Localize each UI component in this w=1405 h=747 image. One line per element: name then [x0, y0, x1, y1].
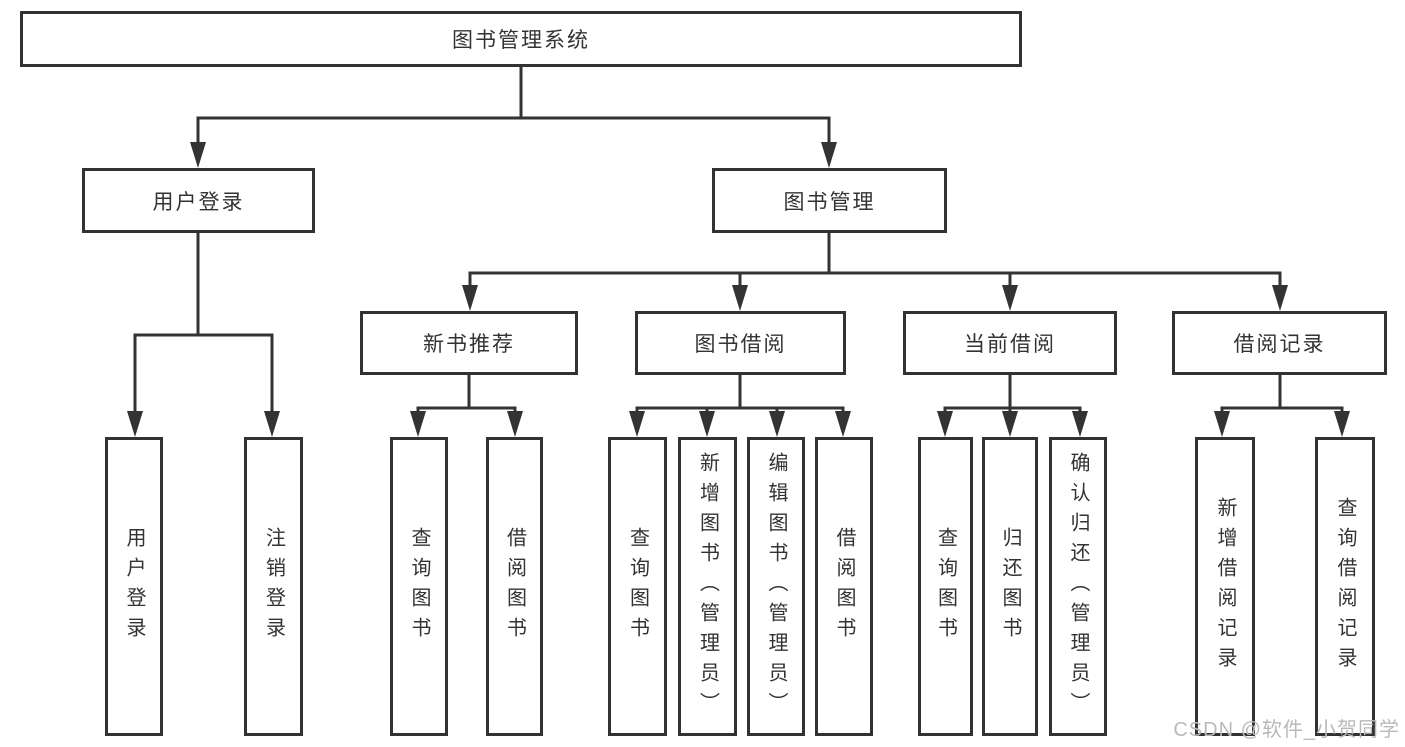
node-book-borrow-label: 图书借阅 [694, 333, 787, 356]
connector-strokes [133, 65, 1344, 416]
leaf-user-login-label: 用户登录 [123, 526, 145, 647]
leaf-nbr-borrow-books-label: 借阅图书 [503, 526, 526, 647]
leaf-cb-return-books: 归还图书 [982, 437, 1038, 736]
node-book-management: 图书管理 [712, 168, 947, 233]
leaf-bb-add-book-admin-label: 新增图书（管理员） [696, 451, 719, 722]
node-borrow-records: 借阅记录 [1172, 311, 1387, 375]
leaf-cb-return-books-label: 归还图书 [999, 526, 1021, 647]
leaf-cb-confirm-return-admin: 确认归还（管理员） [1049, 437, 1107, 736]
node-root-label: 图书管理系统 [452, 29, 590, 52]
arrowheads [127, 142, 1350, 437]
leaf-nbr-query-books-label: 查询图书 [408, 526, 430, 647]
leaf-cb-query-books: 查询图书 [918, 437, 973, 736]
leaf-nbr-borrow-books: 借阅图书 [486, 437, 543, 736]
leaf-bb-add-book-admin: 新增图书（管理员） [678, 437, 737, 736]
leaf-br-add-record: 新增借阅记录 [1195, 437, 1255, 736]
leaf-nbr-query-books: 查询图书 [390, 437, 448, 736]
leaf-br-query-record: 查询借阅记录 [1315, 437, 1375, 736]
leaf-logout-label: 注销登录 [262, 526, 285, 647]
leaf-cb-query-books-label: 查询图书 [934, 526, 957, 647]
node-borrow-records-label: 借阅记录 [1233, 333, 1326, 356]
leaf-bb-edit-book-admin-label: 编辑图书（管理员） [765, 451, 787, 722]
leaf-logout: 注销登录 [244, 437, 303, 736]
leaf-bb-query-books-label: 查询图书 [626, 526, 649, 647]
node-user-login-label: 用户登录 [152, 190, 245, 214]
leaf-bb-borrow-books-label: 借阅图书 [833, 526, 855, 647]
leaf-bb-edit-book-admin: 编辑图书（管理员） [747, 437, 805, 736]
leaf-br-add-record-label: 新增借阅记录 [1214, 496, 1236, 677]
node-book-management-label: 图书管理 [783, 190, 876, 214]
node-new-book-recommend: 新书推荐 [360, 311, 578, 375]
node-current-borrow-label: 当前借阅 [964, 333, 1056, 356]
node-new-book-recommend-label: 新书推荐 [423, 333, 515, 356]
node-user-login: 用户登录 [82, 168, 315, 233]
leaf-br-query-record-label: 查询借阅记录 [1334, 496, 1356, 677]
leaf-user-login: 用户登录 [105, 437, 163, 736]
node-current-borrow: 当前借阅 [903, 311, 1117, 375]
leaf-cb-confirm-return-admin-label: 确认归还（管理员） [1067, 451, 1089, 722]
leaf-bb-borrow-books: 借阅图书 [815, 437, 873, 736]
node-root: 图书管理系统 [20, 11, 1022, 67]
leaf-bb-query-books: 查询图书 [608, 437, 667, 736]
watermark: CSDN @软件_小贺同学 [1173, 719, 1400, 741]
node-book-borrow: 图书借阅 [635, 311, 846, 375]
